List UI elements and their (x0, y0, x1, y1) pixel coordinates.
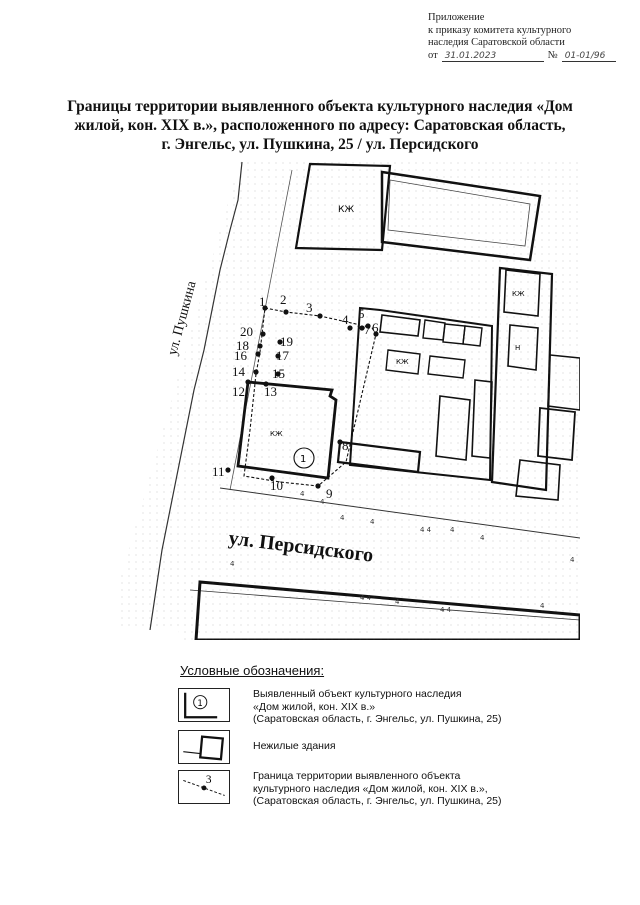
legend-boundary-line-2: культурного наследия «Дом жилой, кон. XI… (253, 782, 488, 795)
cadastral-map: КЖ КЖ Н КЖ (120, 160, 580, 640)
title-line-1: Границы территории выявленного объекта к… (67, 98, 573, 115)
legend-boundary-line-3: (Саратовская область, г. Энгельс, ул. Пу… (253, 795, 502, 807)
legend-object-line-1: Выявленный объект культурного наследия (253, 688, 462, 700)
legend-object-line-3: (Саратовская область, г. Энгельс, ул. Пу… (253, 713, 502, 725)
legend-boundary-marker: 3 (206, 774, 212, 786)
title-line-2: жилой, кон. XIX в.», расположенного по а… (74, 117, 566, 134)
legend-nonresidential-icon (178, 730, 230, 764)
appendix-block: Приложение к приказу комитета культурног… (428, 12, 628, 62)
legend-object-icon: 1 (178, 688, 230, 722)
appendix-number-value: 01-01/96 (561, 50, 616, 62)
map-noise (120, 160, 580, 640)
appendix-no-label: № (547, 49, 558, 61)
legend-object-line-2: «Дом жилой, кон. XIX в.» (253, 700, 376, 713)
appendix-date-line: от 31.01.2023 № 01-01/96 (428, 49, 628, 62)
appendix-line-3: наследия Саратовской области (428, 37, 565, 48)
legend-nonresidential-line-1: Нежилые здания (253, 740, 336, 752)
document-title: Границы территории выявленного объекта к… (40, 97, 600, 154)
appendix-ot-label: от (428, 49, 438, 61)
legend-object-marker: 1 (197, 698, 202, 708)
legend-boundary-icon: 3 (178, 770, 230, 804)
appendix-line-2: к приказу комитета культурного (428, 24, 572, 36)
title-line-3: г. Энгельс, ул. Пушкина, 25 / ул. Персид… (161, 136, 479, 153)
legend-boundary-line-1: Граница территории выявленного объекта (253, 770, 461, 782)
appendix-line-1: Приложение (428, 12, 485, 23)
legend-title: Условные обозначения: (180, 663, 325, 678)
appendix-date-value: 31.01.2023 (441, 50, 544, 62)
